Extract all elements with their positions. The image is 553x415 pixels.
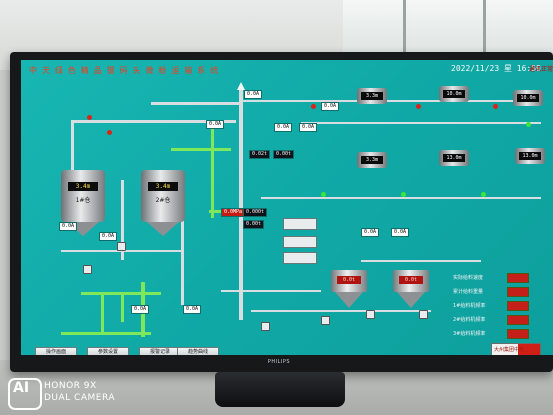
reading: 0.0MPa: [221, 208, 246, 217]
mid-bin-2: 13.0m: [439, 150, 469, 166]
motor-indicator: [401, 192, 406, 197]
info-panel: [283, 252, 317, 264]
mid-bin-1: 3.3m: [357, 152, 387, 168]
company-logo: 大州集团中天: [491, 343, 541, 355]
reading: 0.0A: [244, 90, 263, 99]
legend-label: 3#给料机频率: [453, 331, 486, 337]
trend-curve-button[interactable]: 趋势曲线: [177, 347, 219, 355]
tank-label: 2#仓: [155, 197, 171, 204]
reading: 0.0A: [206, 120, 225, 129]
mid-bin-3: 13.0m: [515, 148, 545, 164]
legend-value: [507, 315, 529, 325]
motor-indicator: [481, 192, 486, 197]
reading: 0.0A: [391, 228, 410, 237]
legend-value: [507, 273, 529, 283]
valve-icon[interactable]: [117, 242, 126, 251]
reading: 0.0A: [131, 305, 150, 314]
reading: 0.00t: [273, 150, 295, 159]
legend-label: 1#给料机频率: [453, 303, 486, 309]
valve-icon[interactable]: [419, 310, 428, 319]
weigh-hopper-2: 0.0t: [393, 270, 429, 308]
reading: 0.0A: [99, 232, 118, 241]
storage-tank-1: 3.4m 1#仓: [61, 170, 105, 236]
logo-text: 大州集团中天: [494, 347, 525, 353]
valve-icon[interactable]: [83, 265, 92, 274]
reading: 0.0A: [321, 102, 340, 111]
hmi-screen: 中 天 绿 色 精 品 钢 码 头 微 粉 运 输 系 统 2022/11/23…: [21, 60, 553, 355]
valve-icon[interactable]: [366, 310, 375, 319]
hmi-datetime: 2022/11/23 星 16:59: [451, 64, 541, 73]
watermark-camera: DUAL CAMERA: [44, 393, 115, 403]
motor-indicator: [87, 115, 92, 120]
reading: 0.0A: [274, 123, 293, 132]
parameter-settings-button[interactable]: 参数设置: [87, 347, 129, 355]
tank-level-readout: 3.4m: [148, 182, 178, 191]
info-panel: [283, 236, 317, 248]
motor-indicator: [526, 122, 531, 127]
reading: 0.02t: [249, 150, 271, 159]
reading: 0.0A: [361, 228, 380, 237]
motor-indicator: [311, 104, 316, 109]
weigh-hopper-1: 0.0t: [331, 270, 367, 308]
motor-indicator: [416, 104, 421, 109]
legend-label: 2#给料机频率: [453, 317, 486, 323]
motor-indicator: [493, 104, 498, 109]
tank-label: 1#仓: [75, 197, 91, 204]
watermark-logo: AI: [13, 380, 30, 396]
hmi-title: 中 天 绿 色 精 品 钢 码 头 微 粉 运 输 系 统: [29, 66, 220, 75]
reading: 0.0A: [183, 305, 202, 314]
valve-icon[interactable]: [321, 316, 330, 325]
top-bin-1: 3.3m: [357, 88, 387, 104]
operation-screen-button[interactable]: 操作画面: [35, 347, 77, 355]
background-window: [343, 0, 553, 52]
motor-indicator: [321, 192, 326, 197]
reading: 0.000t: [243, 208, 268, 217]
storage-tank-2: 3.4m 2#仓: [141, 170, 185, 236]
legend-value: [507, 287, 529, 297]
reading: 0.0A: [299, 123, 318, 132]
hmi-status: 通讯正常: [529, 66, 553, 73]
legend-value: [507, 329, 529, 339]
reading: 0.00t: [243, 220, 265, 229]
top-bin-3: 10.0m: [513, 90, 543, 106]
reading: 0.0A: [59, 222, 78, 231]
valve-icon[interactable]: [261, 322, 270, 331]
monitor-brand: PHILIPS: [267, 359, 291, 365]
alarm-records-button[interactable]: 报警记录: [139, 347, 181, 355]
legend-label: 实际给料速度: [453, 275, 484, 281]
motor-indicator: [107, 130, 112, 135]
legend-value: [507, 301, 529, 311]
camera-watermark-icon: [8, 378, 42, 410]
tank-level-readout: 3.4m: [68, 182, 98, 191]
monitor-stand: [215, 372, 345, 407]
top-bin-2: 10.0m: [439, 86, 469, 102]
info-panel: [283, 218, 317, 230]
legend-label: 累计给料重量: [453, 289, 484, 295]
watermark-model: HONOR 9X: [44, 381, 97, 391]
